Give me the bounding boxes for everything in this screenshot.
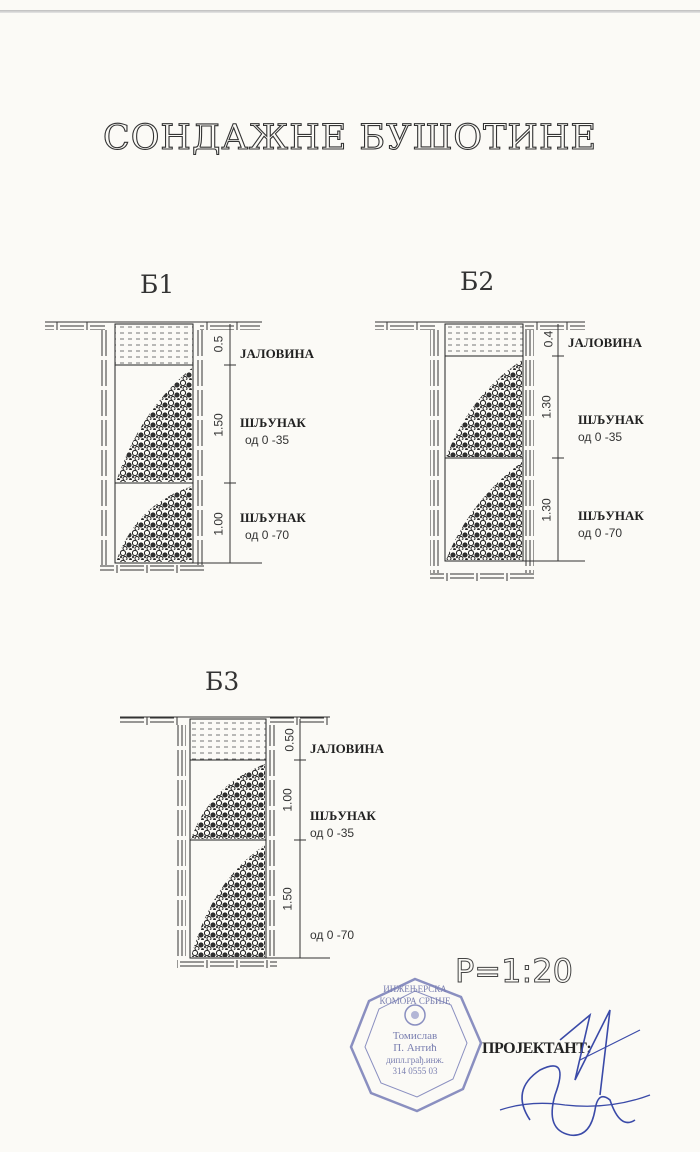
fraction-b2-gravel-1: од 0 -35 [578, 430, 623, 444]
seal-surname: П. Антић [393, 1042, 437, 1054]
fraction-b3-gravel-2: од 0 -70 [310, 928, 355, 942]
bottom-base [430, 573, 534, 581]
layer-name-b3-overburden: ЈАЛОВИНА [310, 741, 384, 756]
layer-overburden [189, 718, 267, 761]
well-b1 [45, 321, 262, 573]
fraction-b1-gravel-2: од 0 -70 [245, 528, 290, 542]
seal-title: дипл.грађ.инж. [386, 1055, 444, 1065]
layer-overburden [114, 323, 194, 366]
wall-left [100, 330, 109, 565]
page-title: СОНДАЖНЕ БУШОТИНЕ [102, 117, 598, 158]
fraction-b1-gravel-1: од 0 -35 [245, 433, 290, 447]
designer-label: ПРОЈЕКТАНТ: [482, 1040, 592, 1057]
ground-surface-right [525, 322, 585, 330]
gravel-fill-1 [116, 368, 192, 482]
wall-right [525, 330, 534, 573]
layer-name-b1-gravel-2: ШЉУНАК [240, 510, 306, 525]
ground-surface-left [120, 717, 180, 725]
gravel-fill-2 [446, 462, 522, 560]
well-label-b2: Б2 [460, 267, 495, 296]
layer-name-b1-gravel-1: ШЉУНАК [240, 415, 306, 430]
well-b3 [120, 716, 330, 968]
layer-name-b2-gravel-2: ШЉУНАК [578, 508, 644, 523]
dim-b2-gravel-1: 1.30 [539, 395, 554, 419]
wall-left [177, 725, 186, 960]
layer-overburden [444, 323, 524, 357]
well-label-b3: Б3 [205, 667, 240, 696]
layer-name-b1-overburden: ЈАЛОВИНА [240, 346, 314, 361]
scale-label: Р=1:20 [455, 952, 574, 991]
seal-ring-text: ИНЖЕЊЕРСКА КОМОРА СРБИЈЕ [379, 984, 451, 1006]
designer-signature [499, 1009, 651, 1137]
wall-right [195, 330, 204, 565]
top-border-line [0, 10, 700, 13]
well-b2 [375, 321, 585, 581]
ground-surface-left [45, 322, 105, 330]
bottom-base [177, 960, 277, 968]
layer-name-b2-gravel-1: ШЉУНАК [578, 412, 644, 427]
ground-surface-left [375, 322, 435, 330]
well-label-b1: Б1 [140, 270, 175, 299]
dim-b1-overburden: 0.5 [211, 335, 226, 353]
dim-b1-gravel-2: 1.00 [211, 512, 226, 536]
fraction-b3-gravel-1: од 0 -35 [310, 826, 355, 840]
dim-b3-overburden: 0.50 [282, 728, 297, 752]
gravel-fill-2 [116, 486, 192, 562]
gravel-fill-2 [191, 845, 265, 957]
dim-b2-gravel-2: 1.30 [539, 498, 554, 522]
gravel-fill-1 [446, 360, 522, 457]
seal-outline [349, 977, 483, 1113]
fraction-b2-gravel-2: од 0 -70 [578, 526, 623, 540]
bottom-base [100, 565, 204, 573]
engineer-seal: ИНЖЕЊЕРСКА КОМОРА СРБИЈЕ Томислав П. Ант… [345, 975, 485, 1115]
layer-name-b3-gravel-1: ШЉУНАК [310, 808, 376, 823]
gravel-fill-1 [191, 764, 265, 839]
seal-license: 314 0555 03 [392, 1066, 438, 1076]
dim-b1-gravel-1: 1.50 [211, 413, 226, 437]
seal-name: Томислав [392, 1030, 438, 1042]
layer-name-b2-overburden: ЈАЛОВИНА [568, 335, 642, 350]
dim-b3-gravel-1: 1.00 [280, 788, 295, 812]
wall-left [430, 330, 439, 573]
wall-right [268, 725, 277, 960]
dim-b2-overburden: 0.4 [541, 330, 556, 348]
dim-b3-gravel-2: 1.50 [280, 887, 295, 911]
